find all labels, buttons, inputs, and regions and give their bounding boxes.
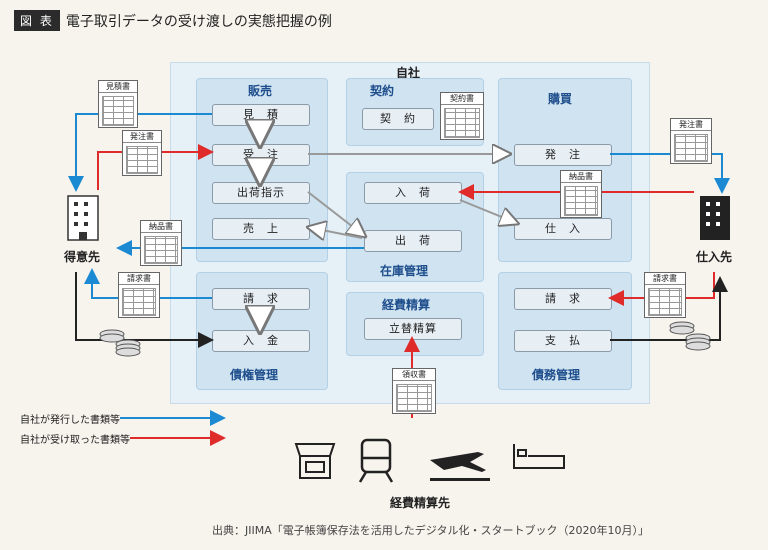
doc-invoice-out-title: 請求書 <box>119 273 159 285</box>
doc-grid <box>564 186 598 216</box>
train-icon <box>358 438 394 483</box>
arrow-order-issued <box>610 153 730 194</box>
doc-contract-title: 契約書 <box>441 93 483 105</box>
label-customer: 得意先 <box>64 250 101 264</box>
box-purchase: 仕 入 <box>514 218 612 240</box>
arrow-invoice-issued <box>84 268 212 299</box>
box-contract: 契 約 <box>362 108 434 130</box>
arrow-payment-received <box>75 272 214 348</box>
box-payment: 支 払 <box>514 330 612 352</box>
doc-delivery-out-title: 納品書 <box>141 221 181 233</box>
doc-grid <box>648 288 682 316</box>
panel-inventory-title: 在庫管理 <box>380 264 429 278</box>
doc-delivery-in: 納品書 <box>560 170 602 218</box>
doc-order-in: 発注書 <box>122 130 162 176</box>
doc-invoice-out: 請求書 <box>118 272 160 318</box>
doc-quote: 見積書 <box>98 80 138 128</box>
box-order-place: 発 注 <box>514 144 612 166</box>
coins-icon-supplier <box>669 321 711 351</box>
flow-receive-purchase <box>459 199 514 222</box>
box-sales: 売 上 <box>212 218 310 240</box>
building-icon-supplier <box>700 196 730 240</box>
doc-delivery-out: 納品書 <box>140 220 182 266</box>
doc-grid <box>126 146 158 174</box>
panel-payable-title: 債務管理 <box>532 368 581 382</box>
flow-ship-sales <box>312 228 363 238</box>
figure-tag: 図 表 <box>14 10 60 31</box>
company-label: 自社 <box>396 66 421 80</box>
arrow-payment-made <box>610 276 728 341</box>
coins-icon-customer <box>99 329 141 357</box>
doc-order-out-title: 発注書 <box>671 119 711 131</box>
doc-grid <box>102 96 134 126</box>
doc-grid <box>122 288 156 316</box>
doc-grid <box>144 236 178 264</box>
panel-purchase-title: 購買 <box>548 92 573 106</box>
legend-issued: 自社が発行した書類等 <box>20 415 120 426</box>
doc-order-in-title: 発注書 <box>123 131 161 143</box>
doc-order-out: 発注書 <box>670 118 712 164</box>
legend-received: 自社が受け取った書類等 <box>20 435 130 446</box>
arrow-quote-issued <box>68 113 212 192</box>
doc-delivery-in-title: 納品書 <box>561 171 601 183</box>
panel-receivable-title: 債権管理 <box>230 368 279 382</box>
airplane-icon <box>430 452 490 481</box>
label-expense-partners: 経費精算先 <box>390 496 451 510</box>
box-quote: 見 積 <box>212 104 310 126</box>
bed-icon <box>513 444 565 469</box>
box-reimbursement: 立替精算 <box>364 318 462 340</box>
panel-expense-title: 経費精算 <box>382 298 431 312</box>
arrow-order-received <box>97 144 214 190</box>
figure-header: 図 表 電子取引データの受け渡しの実態把握の例 <box>14 10 332 31</box>
doc-invoice-in-title: 請求書 <box>645 273 685 285</box>
figure-title: 電子取引データの受け渡しの実態把握の例 <box>65 13 332 30</box>
flow-instruct-ship <box>307 191 362 234</box>
doc-receipt: 領収書 <box>392 368 436 414</box>
panel-sales-title: 販売 <box>248 84 273 98</box>
source-citation: 出典：JIIMA「電子帳簿保存法を活用したデジタル化・スタートブック（2020年… <box>212 524 650 537</box>
doc-grid <box>444 108 480 138</box>
shop-icon <box>294 443 336 479</box>
doc-contract: 契約書 <box>440 92 484 140</box>
panel-contract-title: 契約 <box>370 84 395 98</box>
doc-grid <box>396 384 432 412</box>
label-supplier: 仕入先 <box>696 250 733 264</box>
box-shipping-instruction: 出荷指示 <box>212 182 310 204</box>
doc-grid <box>674 134 708 162</box>
doc-quote-title: 見積書 <box>99 81 137 93</box>
doc-receipt-title: 領収書 <box>393 369 435 381</box>
doc-invoice-in: 請求書 <box>644 272 686 318</box>
building-icon-customer <box>67 195 99 241</box>
box-shipping: 出 荷 <box>364 230 462 252</box>
